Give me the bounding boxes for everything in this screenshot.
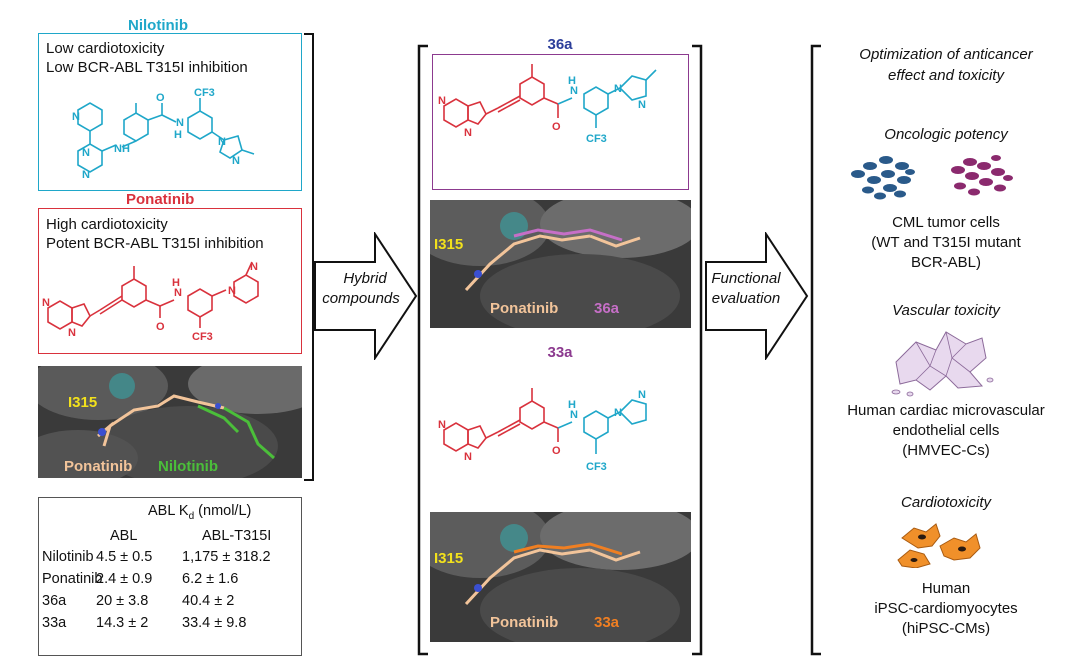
docking-image-nilotinib-ponatinib: I315 Ponatinib Nilotinib xyxy=(38,366,302,478)
compound-33a-structure: N N O N H N N CF3 xyxy=(438,388,647,473)
ponatinib-line1: High cardiotoxicity xyxy=(46,216,168,233)
ponatinib-panel xyxy=(38,208,302,354)
svg-text:N: N xyxy=(82,147,90,159)
kd-table-panel xyxy=(38,497,302,656)
svg-text:NH: NH xyxy=(114,143,130,155)
svg-text:N: N xyxy=(82,169,90,181)
hybrid-arrow-line1: Hybrid xyxy=(343,270,387,287)
vascular-title: Vascular toxicity xyxy=(892,302,1000,319)
compound-36a-cf3: CF3 xyxy=(586,133,607,145)
svg-text:N: N xyxy=(218,136,226,148)
ponatinib-cf3: CF3 xyxy=(192,331,213,343)
kd-col-abl: ABL xyxy=(110,528,138,544)
svg-text:O: O xyxy=(552,121,561,133)
svg-text:N: N xyxy=(228,285,236,297)
cardio-title: Cardiotoxicity xyxy=(900,494,992,511)
svg-text:N: N xyxy=(464,451,472,463)
dock-label-ponatinib: Ponatinib xyxy=(64,458,133,475)
ponatinib-structure: N N O N H N N CF3 xyxy=(42,261,259,343)
cardio-line1: Human xyxy=(921,580,971,597)
svg-text:N: N xyxy=(176,117,184,129)
svg-text:N: N xyxy=(614,83,622,95)
svg-text:N: N xyxy=(174,287,182,299)
docking-image-36a: I315 Ponatinib 36a xyxy=(430,200,691,328)
dock36-label-ponatinib: Ponatinib xyxy=(490,300,559,317)
svg-text:N: N xyxy=(638,99,646,111)
docking-image-33a: I315 Ponatinib 33a xyxy=(430,512,691,642)
functional-arrow-line1: Functional xyxy=(711,270,781,287)
svg-text:N: N xyxy=(614,407,622,419)
right-bracket xyxy=(810,44,821,656)
cardio-line2: iPSC-cardiomyocytes xyxy=(874,600,1018,617)
functional-arrow-line2: evaluation xyxy=(711,290,781,307)
compound-33a-cf3: CF3 xyxy=(586,461,607,473)
cardio-line3: (hiPSC-CMs) xyxy=(901,620,991,637)
potency-title: Oncologic potency xyxy=(884,126,1008,143)
right-header-line1: Optimization of anticancer xyxy=(859,46,1033,63)
svg-text:N: N xyxy=(570,409,578,421)
svg-text:N: N xyxy=(232,155,240,167)
tumor-cells-illustration xyxy=(851,155,1013,200)
svg-text:N: N xyxy=(638,389,646,401)
svg-text:N: N xyxy=(250,261,258,273)
svg-text:N: N xyxy=(438,95,446,107)
svg-text:O: O xyxy=(156,92,165,104)
svg-text:N: N xyxy=(68,327,76,339)
compound-36a-structure: N N O N H N N CF3 xyxy=(438,64,657,145)
dock33-label-ponatinib: Ponatinib xyxy=(490,614,559,631)
nilotinib-title: Nilotinib xyxy=(128,17,188,34)
ponatinib-line2: Potent BCR-ABL T315I inhibition xyxy=(46,235,264,252)
nilotinib-structure: O N H NH N N N N N CF3 xyxy=(72,87,255,181)
dock36-label-36a: 36a xyxy=(594,300,620,317)
nilotinib-panel xyxy=(38,33,302,191)
compound-36a-title: 36a xyxy=(547,36,573,53)
svg-text:O: O xyxy=(156,321,165,333)
compound-33a-title: 33a xyxy=(547,344,573,361)
svg-text:N: N xyxy=(42,297,50,309)
cardiomyocytes-illustration xyxy=(897,523,981,568)
dock33-label-33a: 33a xyxy=(594,614,620,631)
potency-line2: (WT and T315I mutant xyxy=(871,234,1021,251)
dock-residue-label: I315 xyxy=(68,394,98,411)
svg-text:N: N xyxy=(438,419,446,431)
svg-text:H: H xyxy=(174,129,182,141)
svg-text:H: H xyxy=(568,399,576,411)
potency-line1: CML tumor cells xyxy=(892,214,1000,231)
endothelial-cells-illustration xyxy=(891,331,994,397)
dock36-residue-label: I315 xyxy=(434,236,464,253)
nilotinib-cf3: CF3 xyxy=(194,87,215,99)
kd-table-title: ABL Kd (nmol/L) xyxy=(148,503,252,522)
svg-text:N: N xyxy=(570,85,578,97)
svg-text:N: N xyxy=(72,111,80,123)
svg-text:H: H xyxy=(568,75,576,87)
nilotinib-line1: Low cardiotoxicity xyxy=(46,40,165,57)
ponatinib-title: Ponatinib xyxy=(126,191,195,208)
vascular-line1: Human cardiac microvascular xyxy=(847,402,1045,419)
right-header-line2: effect and toxicity xyxy=(888,67,1004,84)
hybrid-arrow xyxy=(314,232,418,360)
dock33-residue-label: I315 xyxy=(434,550,464,567)
vascular-line3: (HMVEC-Cs) xyxy=(902,442,990,459)
dock-label-nilotinib: Nilotinib xyxy=(158,458,218,475)
middle-bracket-right xyxy=(692,44,703,656)
left-bracket xyxy=(304,33,314,481)
compound-36a-panel xyxy=(432,54,689,190)
hybrid-arrow-line2: compounds xyxy=(322,290,400,307)
middle-bracket-left xyxy=(417,44,428,656)
kd-col-abl-t315i: ABL-T315I xyxy=(202,528,272,544)
vascular-line2: endothelial cells xyxy=(892,422,1000,439)
svg-text:H: H xyxy=(172,277,180,289)
svg-text:N: N xyxy=(464,127,472,139)
functional-arrow xyxy=(705,232,809,360)
potency-line3: BCR-ABL) xyxy=(910,254,981,271)
svg-text:O: O xyxy=(552,445,561,457)
nilotinib-line2: Low BCR-ABL T315I inhibition xyxy=(46,59,248,76)
